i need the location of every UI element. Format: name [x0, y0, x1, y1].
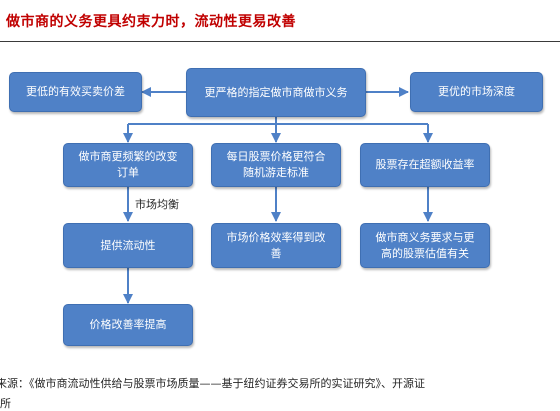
box-branch1-2: 提供流动性: [63, 223, 193, 268]
box-branch1-3-label: 价格改善率提高: [89, 318, 167, 331]
box-branch1-3: 价格改善率提高: [63, 304, 193, 346]
box-branch2-2: 市场价格效率得到改善: [211, 223, 341, 268]
box-branch1-2-label: 提供流动性: [100, 238, 156, 252]
box-branch2-2-label: 市场价格效率得到改善: [226, 230, 326, 260]
box-center: 更严格的指定做市商做市义务: [186, 68, 366, 117]
box-branch1-1-label: 做市商更频繁的改变订单: [78, 150, 178, 179]
market-equilibrium-label: 市场均衡: [135, 198, 179, 211]
box-branch2-1-label: 每日股票价格更符合随机游走标准: [226, 150, 326, 179]
box-branch3-2-label: 做市商义务要求与更高的股票估值有关: [375, 230, 475, 260]
box-branch3-1: 股票存在超额收益率: [360, 143, 490, 187]
box-left: 更低的有效买卖价差: [9, 72, 142, 112]
box-left-label: 更低的有效买卖价差: [26, 85, 125, 98]
source-note-continued: 所: [0, 397, 11, 410]
box-branch3-1-label: 股票存在超额收益率: [375, 158, 475, 171]
box-right-label: 更优的市场深度: [438, 85, 515, 98]
box-right: 更优的市场深度: [410, 72, 543, 112]
title-divider: [0, 41, 560, 42]
box-branch1-1: 做市商更频繁的改变订单: [63, 143, 193, 187]
box-center-label: 更严格的指定做市商做市义务: [204, 85, 348, 99]
page-title: 做市商的义务更具约束力时，流动性更易改善: [6, 14, 296, 30]
box-branch2-1: 每日股票价格更符合随机游走标准: [211, 143, 341, 187]
source-note: 来源：《做市商流动性供给与股票市场质量——基于纽约证券交易所的实证研究》、开源证: [0, 377, 425, 390]
box-branch3-2: 做市商义务要求与更高的股票估值有关: [360, 223, 490, 268]
